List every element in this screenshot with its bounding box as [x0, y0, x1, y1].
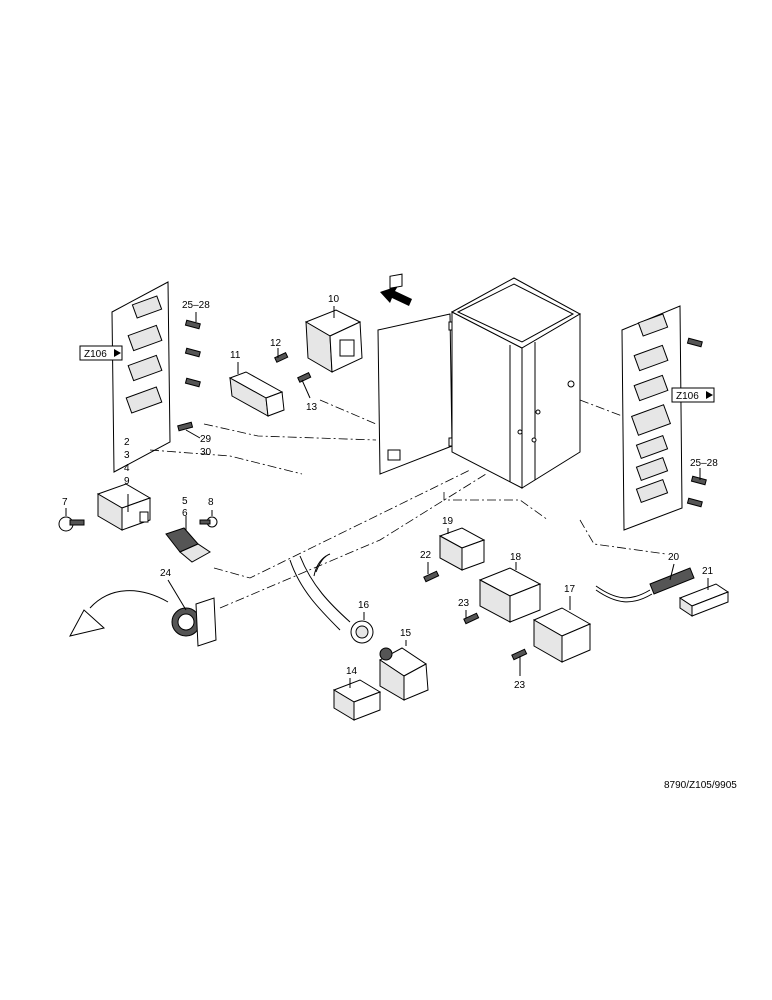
z106-label-left: Z106: [84, 349, 107, 360]
door-window-top: [389, 273, 403, 289]
callout-16: 16: [358, 600, 370, 611]
right-panel-connectors: [630, 313, 672, 504]
callout-15: 15: [400, 628, 412, 639]
callout-14: 14: [346, 666, 358, 677]
callout-21: 21: [702, 566, 714, 577]
part-20-connector: [595, 567, 695, 603]
callout-30: 30: [200, 447, 212, 458]
part-17-connector: [532, 607, 592, 663]
callout-17: 17: [564, 584, 576, 595]
callout-labels: 2 3 4 9 5 6 7 8 10 11 12 13 14 15 16 17 …: [62, 294, 718, 691]
part-23-pin-a: [463, 612, 480, 625]
right-panel-screws: [686, 337, 707, 508]
callout-4: 4: [124, 463, 130, 474]
cabinet: [377, 273, 582, 489]
part-19-connector: [438, 527, 486, 571]
z106-reference-right: Z106: [671, 387, 715, 403]
callout-25-28-right: 25–28: [690, 458, 718, 469]
part-16-cable: [289, 553, 374, 644]
callout-5: 5: [182, 496, 188, 507]
callout-11: 11: [230, 350, 241, 361]
drawing-code: 8790/Z105/9905: [664, 780, 737, 791]
right-connector-panel: [621, 305, 707, 531]
callout-9: 9: [124, 476, 130, 487]
part-14-insert: [332, 679, 382, 721]
callout-20: 20: [668, 552, 680, 563]
callout-22: 22: [420, 550, 432, 561]
left-connector-panel: [111, 281, 201, 473]
part-18-connector: [478, 567, 542, 623]
callout-29: 29: [200, 434, 212, 445]
callout-6: 6: [182, 508, 188, 519]
door-window-bottom: [387, 449, 401, 461]
part-24-socket: [69, 590, 217, 647]
callout-8: 8: [208, 497, 214, 508]
left-panel-connectors: [125, 295, 163, 414]
part-21-insert: [678, 583, 730, 617]
callout-18: 18: [510, 552, 522, 563]
part-12-pin: [274, 351, 289, 363]
part-15-connector: [379, 647, 429, 701]
part-5-socket: [165, 527, 211, 563]
part-8-screw: [199, 516, 218, 528]
callout-24: 24: [160, 568, 172, 579]
callout-10: 10: [328, 294, 340, 305]
part-10-module: [304, 309, 363, 373]
part-7-screw: [58, 516, 85, 532]
left-panel-screws: [177, 319, 201, 432]
z106-label-right: Z106: [676, 391, 699, 402]
callout-2: 2: [124, 437, 130, 448]
callout-3: 3: [124, 450, 130, 461]
part-11-housing: [228, 371, 285, 417]
leader-lines: [65, 306, 709, 688]
z106-reference-left: Z106: [79, 345, 123, 361]
callout-23-b: 23: [514, 680, 526, 691]
part-22-pin: [423, 570, 440, 583]
direction-arrow: [380, 286, 412, 306]
callout-25-28-left: 25–28: [182, 300, 210, 311]
part-13-pin: [297, 371, 312, 383]
part-23-pin-b: [511, 648, 528, 661]
callout-7: 7: [62, 497, 68, 508]
callout-23-a: 23: [458, 598, 470, 609]
callout-19: 19: [442, 516, 454, 527]
callout-13: 13: [306, 402, 318, 413]
part-2-relay: [96, 483, 152, 531]
assembly-lines: [149, 399, 667, 609]
callout-12: 12: [270, 338, 282, 349]
